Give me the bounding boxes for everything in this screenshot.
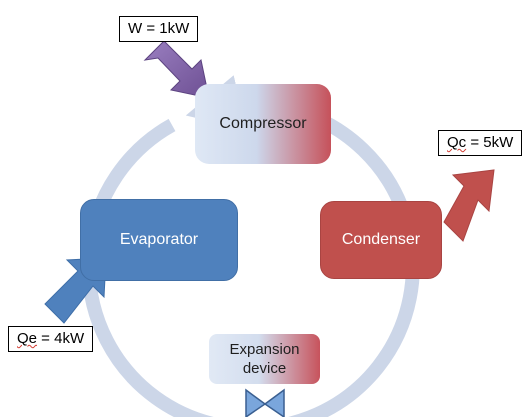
qe-symbol: Qe [17,330,38,347]
expansion-label-line2: device [242,360,287,377]
expansion-label-line1: Expansion [229,341,300,358]
work-input-label: W = 1kW [119,16,199,42]
work-input-text: W = 1kW [128,20,190,37]
heat-absorbed-label: Qe = 4kW [8,326,94,352]
condenser-node: Condenser [320,201,442,279]
valve-icon [245,388,285,417]
qe-value: = 4kW [37,330,85,347]
evaporator-node: Evaporator [80,199,238,281]
expansion-device-node: Expansion device [209,334,320,384]
condenser-label: Condenser [341,231,421,248]
evaporator-label: Evaporator [119,231,199,248]
compressor-node: Compressor [195,84,331,164]
compressor-label: Compressor [219,115,307,132]
heat-rejection-arrow [443,169,495,242]
heat-rejected-label: Qc = 5kW [438,130,523,156]
qc-symbol: Qc [447,134,467,151]
qc-value: = 5kW [466,134,514,151]
